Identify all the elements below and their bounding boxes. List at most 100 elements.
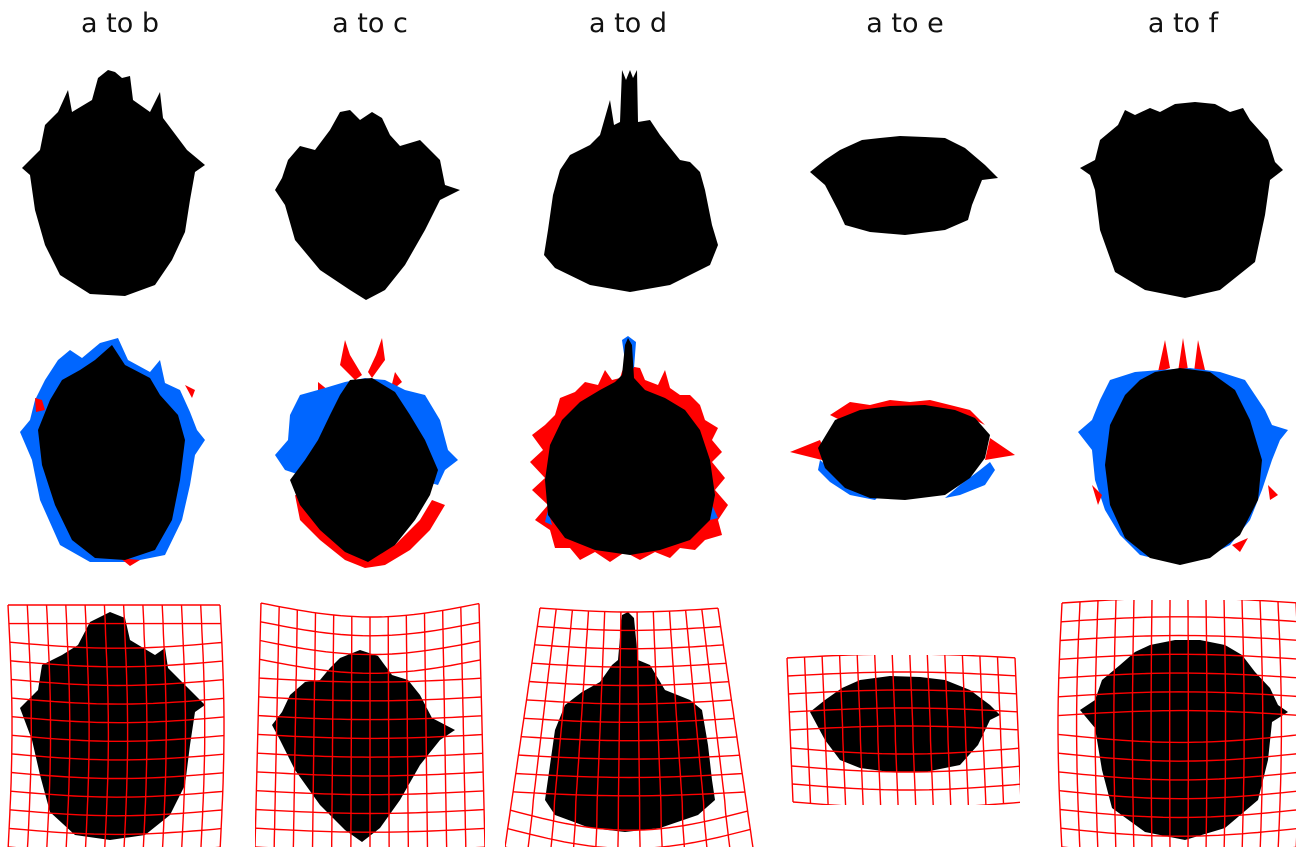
grid-line-vertical: [65, 604, 71, 847]
grid-line-vertical: [1223, 600, 1227, 847]
grid-line-vertical: [717, 608, 754, 847]
grid-line-vertical: [292, 609, 298, 847]
grid-line-horizontal: [259, 677, 481, 683]
deformation-grid-a-to-d: [505, 607, 754, 847]
grid-line-vertical: [142, 604, 148, 847]
overlay-a-to-d: [530, 336, 728, 562]
deformation-grid-a-to-f: [1057, 600, 1296, 847]
grid-line-vertical: [161, 604, 167, 847]
grid-line-vertical: [617, 611, 622, 847]
grid-line-horizontal: [11, 771, 224, 780]
grid-line-vertical: [331, 614, 335, 847]
deformation-grid-a-to-e: [786, 655, 1020, 805]
grid-line-horizontal: [257, 733, 483, 740]
grid-line-vertical: [478, 603, 485, 847]
grid-line-horizontal: [531, 662, 727, 668]
grid-line-horizontal: [1057, 709, 1296, 717]
grid-line-horizontal: [11, 716, 225, 724]
grid-line-horizontal: [786, 655, 1016, 659]
grid-line-horizontal: [1060, 827, 1296, 837]
shape-f: [1080, 102, 1283, 298]
grid-line-vertical: [996, 656, 1005, 804]
overlay-a-to-e: [790, 400, 1015, 500]
grid-line-vertical: [26, 604, 32, 847]
grid-line-horizontal: [537, 625, 721, 632]
grid-line-horizontal: [256, 771, 484, 777]
grid-line-horizontal: [1058, 771, 1296, 781]
grid-line-horizontal: [1058, 752, 1296, 762]
grid-line-horizontal: [10, 660, 223, 668]
overlay-a-to-f: [1078, 338, 1288, 565]
grid-line-horizontal: [258, 696, 482, 702]
grid-line-vertical: [255, 602, 262, 847]
overlay-a-to-b: [20, 338, 205, 566]
column-title-a-to-b: a to b: [81, 8, 159, 39]
grid-line-vertical: [103, 604, 110, 847]
grid-line-horizontal: [790, 747, 1019, 755]
grid-line-vertical: [45, 604, 52, 847]
shape-c: [275, 110, 460, 300]
grid-line-horizontal: [1061, 600, 1296, 604]
grid-line-horizontal: [1059, 808, 1296, 819]
grid-line-horizontal: [1059, 790, 1296, 800]
overlay-a-to-c: [275, 338, 458, 568]
grid-line-horizontal: [792, 783, 1020, 791]
grid-line-vertical: [701, 609, 731, 847]
grid-line-vertical: [219, 604, 225, 847]
grid-line-horizontal: [792, 801, 1020, 805]
grid-line-vertical: [527, 609, 557, 847]
grid-line-horizontal: [510, 809, 748, 831]
grid-line-vertical: [1205, 600, 1208, 847]
grid-line-vertical: [1131, 600, 1135, 847]
grid-shape-a-to-b: [20, 612, 205, 840]
grid-line-horizontal: [11, 678, 224, 687]
grid-line-horizontal: [789, 725, 1019, 731]
grid-line-vertical: [1277, 601, 1283, 847]
deformation-grid-a-to-c: [255, 602, 485, 847]
grid-line-horizontal: [526, 699, 732, 705]
deformation-grid-a-to-b: [7, 604, 225, 847]
grid-line-horizontal: [11, 734, 225, 742]
grid-line-vertical: [505, 607, 541, 847]
grid-line-horizontal: [534, 644, 724, 650]
grid-line-horizontal: [791, 765, 1020, 773]
grid-line-vertical: [350, 616, 353, 847]
grid-line-horizontal: [789, 707, 1018, 713]
grid-line-horizontal: [513, 791, 745, 797]
grid-line-horizontal: [1060, 634, 1296, 642]
grid-line-horizontal: [1058, 672, 1296, 679]
grid-line-horizontal: [9, 641, 222, 649]
grid-line-horizontal: [518, 754, 740, 760]
grid-line-horizontal: [256, 790, 484, 796]
row-target-shapes: [22, 70, 1283, 300]
grid-line-vertical: [460, 607, 467, 847]
row-deformation-grids: [7, 600, 1296, 847]
grid-line-horizontal: [523, 717, 735, 723]
grid-line-vertical: [550, 610, 574, 847]
grid-line-horizontal: [11, 697, 224, 705]
grid-line-vertical: [387, 616, 390, 847]
grid-line-horizontal: [787, 671, 1016, 677]
grid-shape-a-to-e: [810, 676, 1000, 772]
grid-line-vertical: [122, 604, 129, 847]
grid-line-vertical: [84, 604, 90, 847]
grid-line-vertical: [1259, 600, 1264, 847]
grid-line-horizontal: [788, 689, 1017, 695]
shape-b: [22, 70, 205, 296]
grid-line-horizontal: [515, 772, 743, 779]
grid-line-horizontal: [539, 607, 719, 613]
grid-line-horizontal: [521, 736, 737, 742]
grid-line-vertical: [311, 612, 317, 847]
column-title-a-to-c: a to c: [332, 8, 408, 39]
grid-line-vertical: [200, 604, 206, 847]
grid-line-horizontal: [260, 602, 480, 618]
shape-e: [810, 136, 998, 235]
grid-line-vertical: [1241, 600, 1245, 847]
grid-line-vertical: [7, 604, 13, 847]
grid-line-horizontal: [259, 639, 481, 656]
grid-line-vertical: [595, 611, 606, 847]
grid-line-vertical: [423, 613, 429, 847]
column-title-a-to-d: a to d: [589, 8, 667, 39]
grid-line-vertical: [1150, 600, 1153, 847]
grid-line-horizontal: [1057, 733, 1296, 744]
